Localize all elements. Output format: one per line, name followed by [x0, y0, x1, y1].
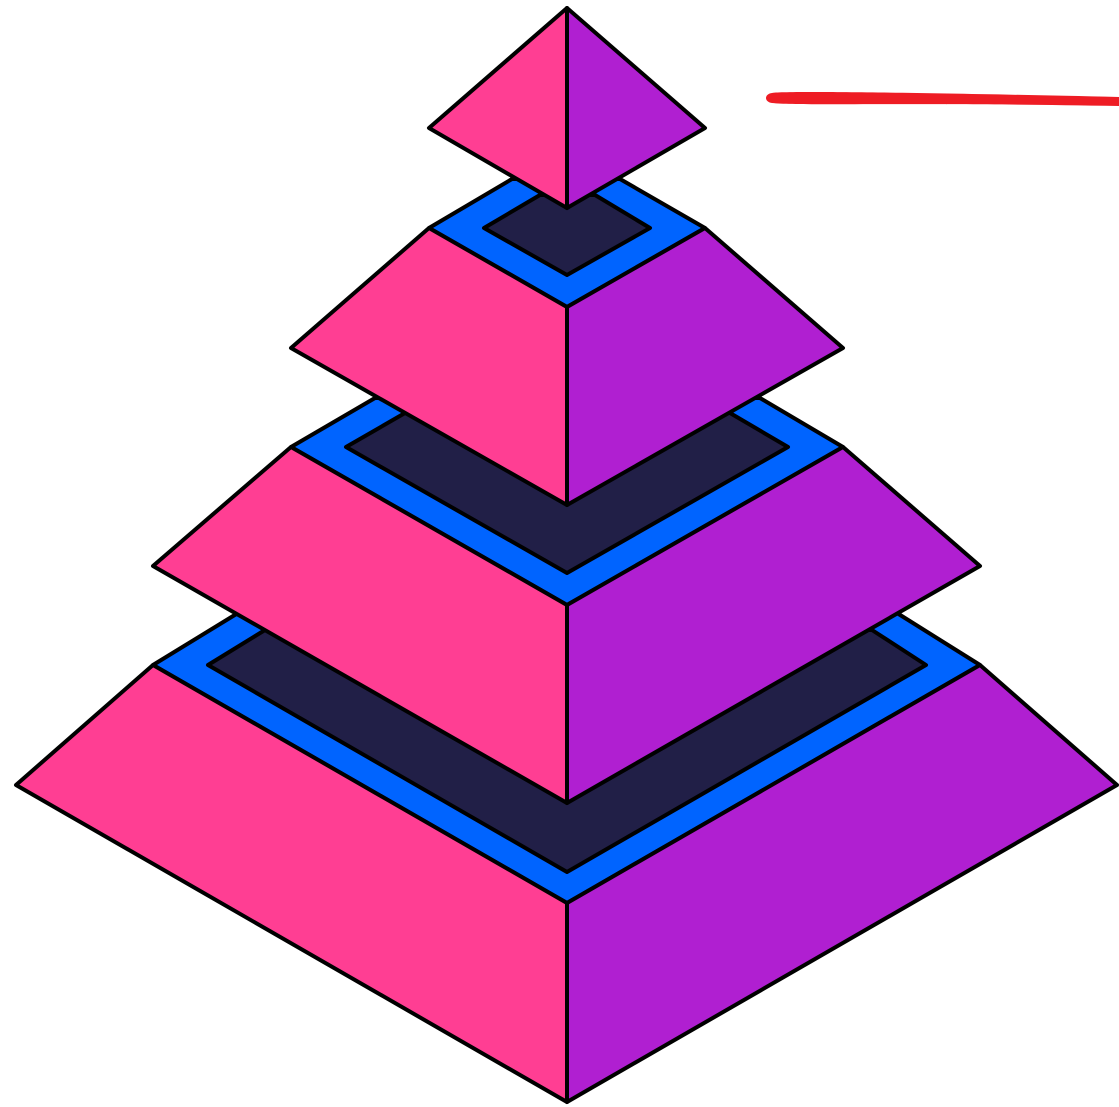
tier-1-right-face: [567, 8, 705, 208]
tier-1-left-face: [429, 8, 567, 208]
tier-1-group: [429, 8, 705, 208]
callout-line: [766, 92, 1119, 106]
